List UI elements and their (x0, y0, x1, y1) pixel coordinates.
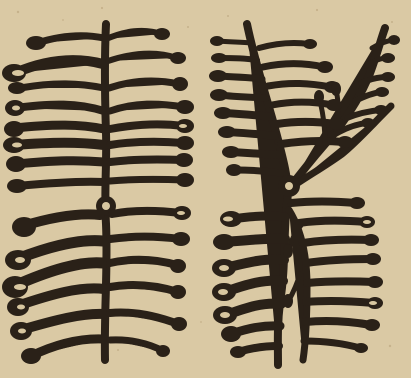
left-lower-branches (14, 211, 181, 356)
right-branching-specimen (209, 24, 400, 365)
left-upper-branches (14, 31, 184, 186)
left-branching-specimen (2, 24, 194, 364)
